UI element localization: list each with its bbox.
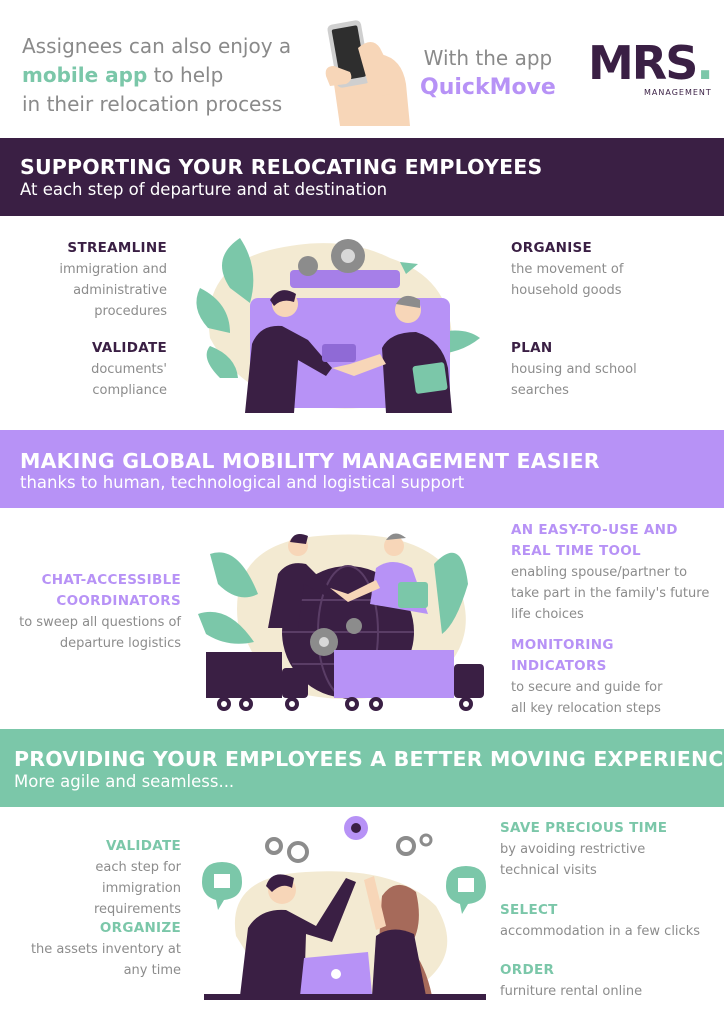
- section3-right-item-2: SELECT accommodation in a few clicks: [500, 900, 715, 942]
- item-line: administrative: [73, 283, 167, 298]
- item-line: take part in the family's future: [511, 586, 710, 601]
- item-heading: STREAMLINE: [67, 240, 167, 256]
- header-intro: Assignees can also enjoy a mobile app to…: [22, 32, 291, 119]
- item-line: departure logistics: [59, 636, 181, 651]
- item-line: life choices: [511, 607, 584, 622]
- section2-right-item-1: AN EASY-TO-USE AND REAL TIME TOOL enabli…: [511, 520, 716, 625]
- item-line: the movement of: [511, 262, 624, 277]
- item-line: any time: [123, 963, 181, 978]
- item-heading: CHAT-ACCESSIBLE: [41, 572, 181, 588]
- section3-left-item-2: ORGANIZE the assets inventory at any tim…: [14, 918, 181, 981]
- item-line: housing and school: [511, 362, 637, 377]
- item-heading: VALIDATE: [91, 340, 167, 356]
- section3-left-item-1: VALIDATE each step for immigration requi…: [14, 836, 181, 920]
- logo-text: MRS: [588, 36, 698, 90]
- item-line: searches: [511, 383, 569, 398]
- item-line: procedures: [94, 304, 167, 319]
- intro-line-2-rest: to help: [147, 63, 224, 87]
- section1-band: SUPPORTING YOUR RELOCATING EMPLOYEES At …: [0, 138, 724, 216]
- item-line: to sweep all questions of: [19, 615, 181, 630]
- item-line: to secure and guide for: [511, 680, 663, 695]
- item-line: household goods: [511, 283, 622, 298]
- app-name: QuickMove: [420, 75, 556, 100]
- item-heading: SELECT: [500, 902, 558, 918]
- item-heading: REAL TIME TOOL: [511, 543, 641, 559]
- section2-subtitle: thanks to human, technological and logis…: [20, 473, 465, 492]
- section1-subtitle: At each step of departure and at destina…: [20, 180, 388, 199]
- item-line: immigration and: [59, 262, 167, 277]
- item-heading: ORGANISE: [511, 240, 593, 256]
- section1-right-item-2: PLAN housing and school searches: [511, 338, 701, 401]
- with-app-label: With the app: [423, 46, 553, 70]
- section1-left-item-2: VALIDATE documents' compliance: [20, 338, 167, 401]
- phone-hand-illustration: [325, 20, 410, 126]
- item-line: accommodation in a few clicks: [500, 924, 700, 939]
- mrs-logo: MRS. MANAGEMENT: [588, 40, 714, 97]
- intro-line-1: Assignees can also enjoy a: [22, 34, 292, 58]
- item-line: documents': [91, 362, 167, 377]
- intro-line-3: in their relocation process: [22, 92, 283, 116]
- item-heading: VALIDATE: [105, 838, 181, 854]
- section1-left-item-1: STREAMLINE immigration and administrativ…: [20, 238, 167, 322]
- item-line: by avoiding restrictive: [500, 842, 646, 857]
- logo-dot: .: [696, 36, 714, 90]
- item-heading: MONITORING: [511, 637, 614, 653]
- section3-subtitle: More agile and seamless...: [14, 772, 235, 791]
- section2-right-item-2: MONITORING INDICATORS to secure and guid…: [511, 635, 716, 719]
- handshake-illustration: [196, 238, 480, 413]
- section2-title: MAKING GLOBAL MOBILITY MANAGEMENT EASIER: [20, 449, 600, 473]
- section3-right-item-3: ORDER furniture rental online: [500, 960, 715, 1002]
- item-line: technical visits: [500, 863, 597, 878]
- item-line: compliance: [92, 383, 167, 398]
- section1-right-item-1: ORGANISE the movement of household goods: [511, 238, 701, 301]
- item-line: each step for immigration: [95, 860, 181, 896]
- item-heading: ORDER: [500, 962, 555, 978]
- global-mobility-illustration: [198, 533, 484, 711]
- item-heading: AN EASY-TO-USE AND: [511, 522, 678, 538]
- item-heading: PLAN: [511, 340, 553, 356]
- item-line: the assets inventory at: [30, 942, 181, 957]
- intro-line-2: mobile app to help: [22, 61, 291, 90]
- item-line: requirements: [94, 902, 181, 917]
- item-heading: ORGANIZE: [99, 920, 181, 936]
- section3-right-item-1: SAVE PRECIOUS TIME by avoiding restricti…: [500, 818, 715, 881]
- item-line: furniture rental online: [500, 984, 643, 999]
- item-line: all key relocation steps: [511, 701, 661, 716]
- item-line: enabling spouse/partner to: [511, 565, 688, 580]
- section1-title: SUPPORTING YOUR RELOCATING EMPLOYEES: [20, 155, 543, 179]
- item-heading: SAVE PRECIOUS TIME: [500, 820, 668, 836]
- item-heading: COORDINATORS: [56, 593, 181, 609]
- app-promo: With the app QuickMove: [420, 44, 556, 102]
- high-five-illustration: [202, 816, 486, 1000]
- section2-band: MAKING GLOBAL MOBILITY MANAGEMENT EASIER…: [0, 430, 724, 508]
- section2-left-item-1: CHAT-ACCESSIBLE COORDINATORS to sweep al…: [14, 570, 181, 654]
- section3-band: PROVIDING YOUR EMPLOYEES A BETTER MOVING…: [0, 729, 724, 807]
- logo-subtitle: MANAGEMENT: [644, 88, 712, 97]
- intro-highlight: mobile app: [22, 63, 148, 87]
- item-heading: INDICATORS: [511, 658, 607, 674]
- section3-title: PROVIDING YOUR EMPLOYEES A BETTER MOVING…: [14, 747, 724, 771]
